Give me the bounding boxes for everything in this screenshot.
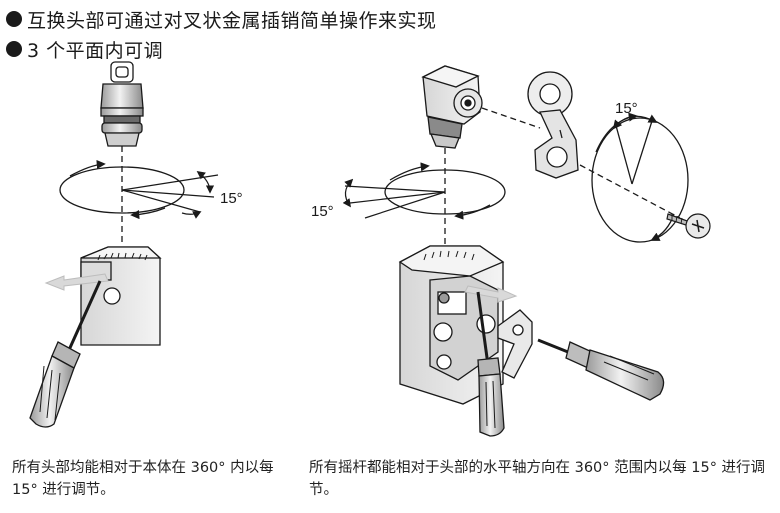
right-screw xyxy=(666,213,711,239)
caption-lever-adjustment: 所有摇杆都能相对于头部的水平轴方向在 360° 范围内以每 15° 进行调节。 xyxy=(309,460,766,498)
bullet-dot-icon xyxy=(6,41,22,57)
bullet-text: 3 个平面内可调 xyxy=(27,39,164,62)
right-lever-axis xyxy=(481,107,541,129)
right-lever-arm xyxy=(527,71,579,179)
caption-head-adjustment: 所有头部均能相对于本体在 360° 内以每 15° 进行调节。 xyxy=(12,460,274,498)
right-switch-body xyxy=(398,245,505,405)
left-head-part xyxy=(100,61,144,147)
right-angle-head xyxy=(421,65,483,149)
right-large-screwdriver xyxy=(476,291,505,437)
feature-bullet-list: 互换头部可通过对叉状金属插销简单操作来实现 3 个平面内可调 xyxy=(6,4,437,64)
left-rotation-ellipse xyxy=(59,159,185,220)
center-angle-label: 15° xyxy=(311,203,334,220)
bullet-item: 3 个平面内可调 xyxy=(6,34,437,64)
right-bracket xyxy=(497,309,533,379)
center-rotation-ellipse xyxy=(384,162,506,220)
left-angle-label: 15° xyxy=(220,190,243,207)
bullet-dot-icon xyxy=(6,11,22,27)
left-screwdriver xyxy=(29,280,102,428)
bullet-text: 互换头部可通过对叉状金属插销简单操作来实现 xyxy=(27,9,437,32)
right-screw-axis xyxy=(579,164,681,219)
left-switch-body xyxy=(80,246,162,346)
right-rotation-arcs xyxy=(591,112,689,243)
right-remove-arrow xyxy=(464,285,518,303)
right-angle-label: 15° xyxy=(615,100,638,117)
left-angle-lines xyxy=(121,170,219,219)
right-small-screwdriver xyxy=(537,338,665,401)
bullet-item: 互换头部可通过对叉状金属插销简单操作来实现 xyxy=(6,4,437,34)
center-angle-lines xyxy=(342,178,446,219)
